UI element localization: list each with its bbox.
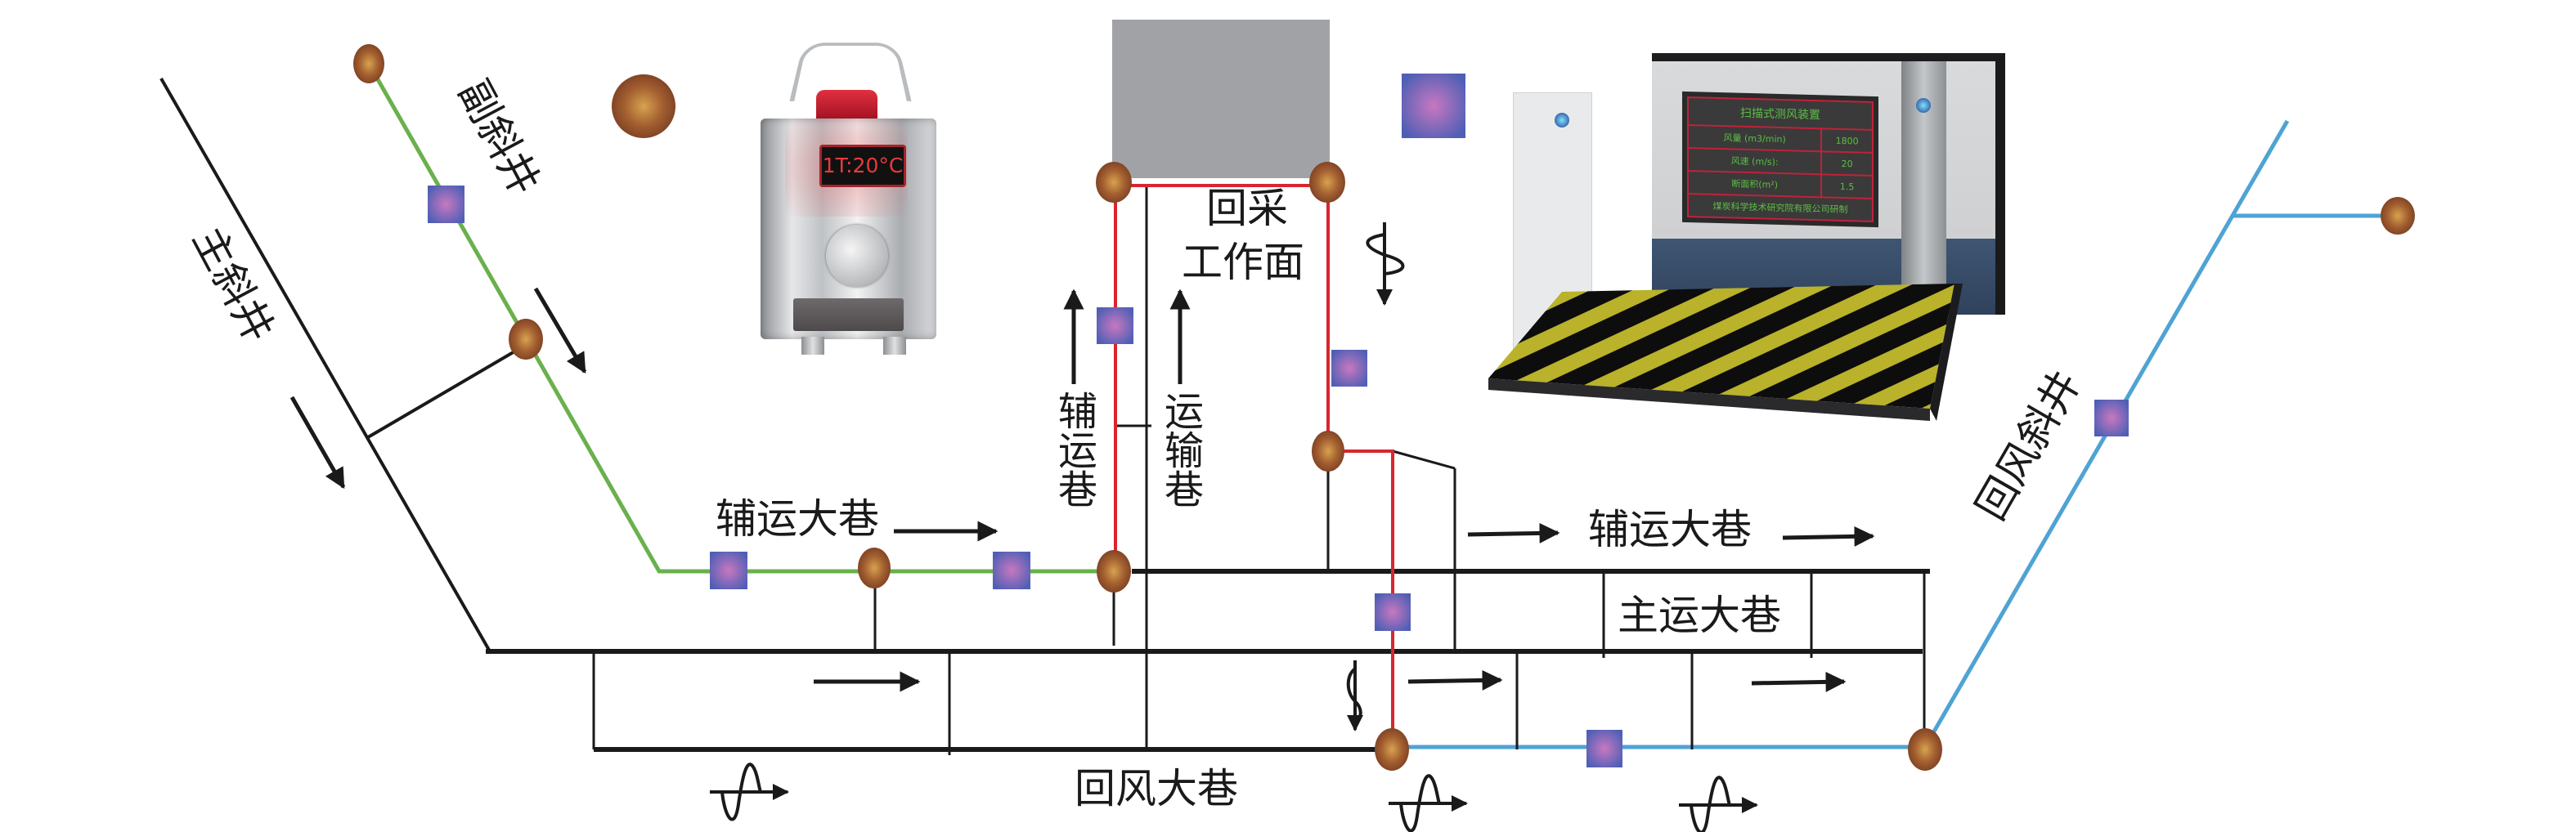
monitor-row-value: 20 (1821, 151, 1873, 177)
wind-monitor-icon (2094, 400, 2129, 436)
label-main-roadway: 主运大巷 (1618, 592, 1781, 639)
sensor-knob (826, 225, 888, 287)
aux-incline-shaft (366, 62, 1114, 574)
sensor-node-icon (1312, 431, 1344, 472)
monitor-row-value: 1.5 (1821, 174, 1873, 199)
sensor-nameplate (793, 298, 904, 331)
label-aux-roadway-right: 辅运大巷 (1588, 506, 1752, 553)
monitor-display-panel: 扫描式测风装置 风量 (m3/min) 1800 风速 (m/s): 20 断面… (1682, 91, 1878, 228)
airflow-arrows (289, 287, 1875, 692)
sensor-lens-icon (1916, 98, 1931, 113)
goaf-block (1112, 20, 1330, 178)
alarm-lamp-icon (816, 90, 877, 121)
monitor-footer: 煤炭科学技术研究院有限公司研制 (1688, 194, 1873, 221)
monitor-row-value: 1800 (1821, 128, 1873, 154)
sensor-node-icon (1309, 162, 1345, 203)
sensor-node-icon (1096, 162, 1132, 203)
label-aux-roadway-left: 辅运大巷 (716, 495, 879, 543)
label-working-face-1: 回采 (1206, 185, 1288, 232)
wind-monitor-icon (428, 186, 464, 223)
sensor-node-icon (2381, 197, 2415, 235)
sensor-nodes (353, 44, 2415, 771)
working-face-circuit (1114, 184, 1394, 747)
sensor-node-icon (353, 44, 384, 83)
wind-monitor-icon (993, 552, 1030, 589)
wind-monitor-icon (1331, 350, 1367, 387)
sensor-node-icon (1097, 550, 1131, 593)
temperature-display: 1T:20°C (819, 145, 906, 187)
label-working-face-2: 工作面 (1182, 239, 1304, 286)
wave-arrow-icon (710, 222, 1758, 832)
monitor-row-label: 断面积(m²) (1688, 171, 1822, 198)
wind-monitor-icon (1375, 593, 1411, 631)
label-aux-gateway: 辅运巷 (1051, 391, 1097, 508)
sensor-node-icon (612, 74, 675, 138)
wind-monitor-icon (1097, 307, 1133, 344)
wind-monitor-markers (428, 74, 2129, 767)
monitor-row-label: 风量 (m3/min) (1688, 125, 1822, 152)
label-aux-incline: 副斜井 (449, 72, 549, 203)
monitor-pillar (1901, 61, 1946, 306)
label-main-incline: 主斜井 (183, 219, 283, 350)
crosscut-main-aux (366, 343, 527, 439)
label-transport-gateway: 运输巷 (1157, 391, 1203, 508)
monitor-row-label: 风速 (m/s): (1688, 148, 1822, 175)
sensor-lens-icon (1555, 113, 1569, 127)
wind-monitor-icon (1586, 730, 1622, 767)
sensor-connector (801, 337, 824, 355)
label-return-roadway: 回风大巷 (1075, 765, 1238, 812)
hazard-striped-floor (1488, 284, 1963, 421)
sensor-node-icon (1375, 728, 1409, 771)
sensor-node-icon (1908, 728, 1942, 771)
scanning-wind-monitor-device: 扫描式测风装置 风量 (m3/min) 1800 风速 (m/s): 20 断面… (1488, 45, 2012, 421)
sensor-node-icon (509, 319, 543, 360)
temperature-sensor-device: 1T:20°C (761, 33, 940, 360)
main-incline-shaft (159, 78, 491, 652)
wind-monitor-icon (1402, 74, 1465, 138)
sensor-node-icon (858, 548, 891, 588)
sensor-connector (883, 337, 906, 355)
wind-monitor-icon (710, 552, 747, 589)
